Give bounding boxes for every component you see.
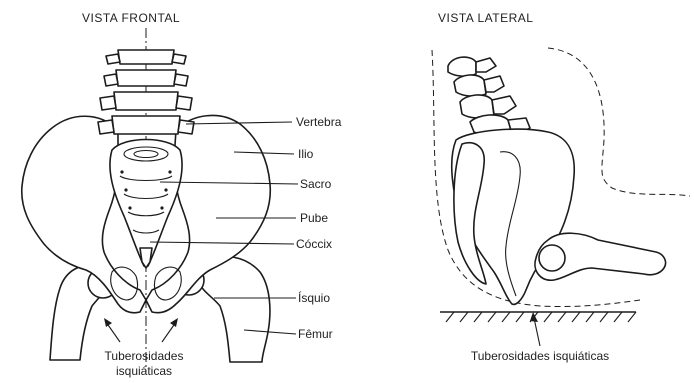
front-view-title: VISTA FRONTAL: [82, 11, 180, 25]
side-view: VISTA LATERAL: [432, 11, 690, 363]
label-sacro: Sacro: [300, 177, 332, 191]
side-tuberosity-arrow: [530, 312, 540, 346]
label-vertebra: Vertebra: [296, 115, 342, 129]
lumbar-vertebrae: [98, 50, 194, 134]
label-isquio: Ísquio: [298, 290, 330, 305]
side-lumbar-vertebrae: [448, 57, 530, 136]
ischial-arrows: [104, 318, 178, 342]
front-view: VISTA FRONTAL: [22, 11, 342, 378]
label-coccix: Cóccix: [296, 237, 332, 251]
label-ilio: Ilio: [298, 147, 314, 161]
ground-surface: [440, 312, 636, 322]
side-view-label: Tuberosidades isquiáticas: [471, 349, 609, 363]
right-femur: [198, 257, 270, 362]
side-view-title: VISTA LATERAL: [438, 11, 533, 25]
side-femoral-head: [539, 245, 565, 271]
sacrum: [110, 140, 182, 267]
label-tuberosidades: Tuberosidades: [105, 349, 184, 363]
label-pube: Pube: [300, 211, 328, 225]
coccyx: [140, 248, 152, 268]
label-femur: Fêmur: [298, 327, 333, 341]
label-isquiaticas: isquiáticas: [116, 364, 172, 378]
